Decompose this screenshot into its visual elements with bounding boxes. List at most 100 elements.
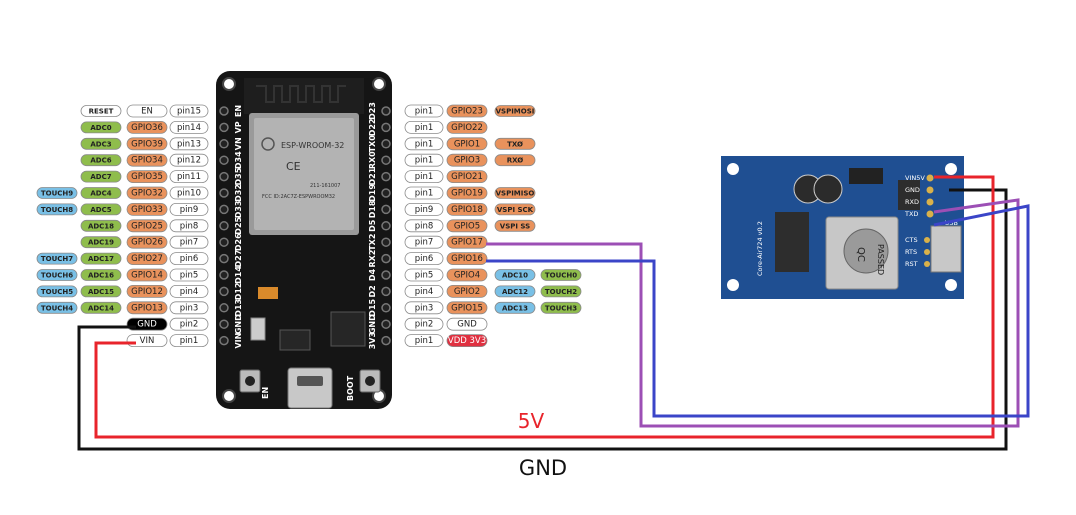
right-pin-number-text: pin6 — [415, 254, 434, 264]
right-gpio-label-text: GPIO15 — [451, 303, 483, 313]
left-gpio-label: GPIO32 — [126, 186, 168, 200]
silk-label: TX0 — [368, 135, 377, 153]
right-func-label: ADC12 — [494, 285, 536, 298]
silk-label: D14 — [234, 266, 243, 284]
connector-pad: RXD — [905, 198, 934, 206]
right-func-label-text: VSPIMOSI — [496, 108, 535, 116]
silk-label: D25 — [234, 216, 243, 234]
right-pin-number-text: pin7 — [415, 238, 434, 248]
header-pin: 3V3 — [368, 332, 391, 349]
left-func-label: ADC4 — [80, 187, 122, 199]
right-pin-number: pin1 — [404, 121, 444, 134]
right-func-label-text: VSPI SCK — [497, 206, 534, 214]
left-func-label: TOUCH8 — [36, 203, 78, 216]
left-pin-number-text: pin3 — [180, 303, 199, 313]
right-func-label: RXØ — [494, 154, 536, 167]
right-func-label: TXØ — [494, 137, 536, 150]
header-pin: D13 — [219, 299, 243, 317]
header-pin: RX0 — [368, 151, 391, 169]
left-gpio-label: GPIO26 — [126, 235, 168, 249]
connector-pad-text: GND — [905, 186, 920, 194]
fcc-label: FCC ID:2AC7Z-ESPWROOM32 — [262, 194, 335, 200]
silk-label: D33 — [234, 201, 243, 219]
five-volt-label: 5V — [518, 409, 545, 433]
silk-label: RX2 — [368, 250, 377, 268]
left-func-label: ADC3 — [80, 137, 122, 150]
left-func-label: ADC5 — [80, 203, 122, 216]
right-pin-number: pin1 — [404, 170, 444, 184]
right-gpio-label-text: GPIO1 — [454, 139, 480, 149]
silk-label: D15 — [368, 298, 377, 316]
right-func-label-text: TOUCH3 — [545, 304, 577, 312]
silk-label: D23 — [368, 102, 377, 120]
left-func-label: ADC17 — [80, 252, 122, 265]
left-pin-number: pin2 — [169, 317, 209, 331]
left-pin-number-text: pin10 — [177, 189, 201, 199]
left-pin-number-text: pin2 — [180, 320, 199, 330]
right-gpio-label: GPIO16 — [446, 252, 488, 266]
silk-label: D18 — [368, 200, 377, 218]
left-pin-number: pin1 — [169, 334, 209, 348]
left-pin-number: pin15 — [169, 104, 209, 118]
usb-port — [930, 225, 962, 273]
right-pin-number: pin6 — [404, 252, 444, 266]
right-pin-number: pin2 — [404, 317, 444, 331]
right-gpio-label-text: GPIO5 — [454, 221, 480, 231]
left-gpio-label: GPIO12 — [126, 284, 168, 298]
right-pin-number: pin8 — [404, 219, 444, 233]
left-gpio-label: EN — [126, 104, 168, 118]
sim-passed-label: PASSED — [876, 244, 885, 275]
header-pin: D27 — [219, 250, 243, 267]
left-func-label: TOUCH6 — [36, 269, 78, 281]
left-pin-number: pin10 — [169, 186, 209, 200]
right-pin-number: pin1 — [404, 186, 444, 200]
silk-label: D4 — [368, 268, 377, 281]
header-pin: D14 — [219, 266, 243, 284]
right-gpio-label: GND — [446, 317, 488, 331]
right-gpio-label-text: GPIO3 — [454, 156, 480, 166]
right-pin-number-text: pin1 — [415, 189, 434, 199]
header-pin: D23 — [368, 102, 391, 120]
right-gpio-label-text: GPIO18 — [451, 205, 483, 215]
right-pin-number-text: pin4 — [415, 287, 434, 297]
left-func-label-text: TOUCH8 — [41, 206, 73, 214]
left-func-label-text: ADC3 — [90, 140, 111, 148]
header-pin: D21 — [368, 167, 391, 185]
left-pin-number: pin14 — [169, 121, 209, 134]
right-gpio-label-text: GPIO17 — [451, 238, 483, 248]
right-pin-number-text: pin1 — [415, 336, 434, 346]
en-button-label: EN — [261, 387, 270, 399]
left-gpio-label-text: GPIO39 — [131, 139, 163, 149]
boot-button-label: BOOT — [346, 375, 355, 401]
right-gpio-label: GPIO5 — [446, 219, 488, 233]
right-func-label-text: TOUCH2 — [545, 288, 577, 296]
header-pin: D4 — [368, 268, 391, 281]
right-pin-number-text: pin2 — [415, 320, 434, 330]
connector-pad-text: VIN5V — [905, 174, 925, 182]
right-func-label: VSPI SCK — [494, 203, 536, 216]
right-gpio-label: GPIO2 — [446, 284, 488, 298]
left-func-label-text: TOUCH6 — [41, 272, 73, 280]
left-pin-number-text: pin4 — [180, 287, 199, 297]
right-func-label: TOUCH0 — [540, 269, 582, 281]
right-gpio-label: GPIO19 — [446, 186, 488, 200]
left-pin-number-text: pin6 — [180, 254, 199, 264]
header-pin: D34 — [219, 151, 243, 169]
right-gpio-label-text: GPIO4 — [454, 271, 480, 281]
right-gpio-label: VDD 3V3 — [446, 334, 488, 348]
left-func-label: ADC19 — [80, 236, 122, 249]
silk-label: RX0 — [368, 151, 377, 169]
left-gpio-label-text: GND — [137, 320, 157, 330]
right-gpio-label-text: GPIO19 — [451, 189, 483, 199]
pad-label: RTS — [905, 248, 930, 256]
left-pin-number-text: pin8 — [180, 221, 199, 231]
right-func-label: ADC13 — [494, 301, 536, 314]
left-gpio-label-text: GPIO13 — [131, 303, 163, 313]
esp32-board: ESP-WROOM-32 CE 211-161007 FCC ID:2AC7Z-… — [216, 71, 392, 409]
right-gpio-label-text: GPIO22 — [451, 123, 483, 133]
silk-label: D21 — [368, 167, 377, 185]
header-pin: D2 — [368, 285, 391, 298]
left-gpio-label: GPIO13 — [126, 301, 168, 315]
header-pin: RX2 — [368, 250, 391, 268]
left-pin-number: pin7 — [169, 235, 209, 249]
